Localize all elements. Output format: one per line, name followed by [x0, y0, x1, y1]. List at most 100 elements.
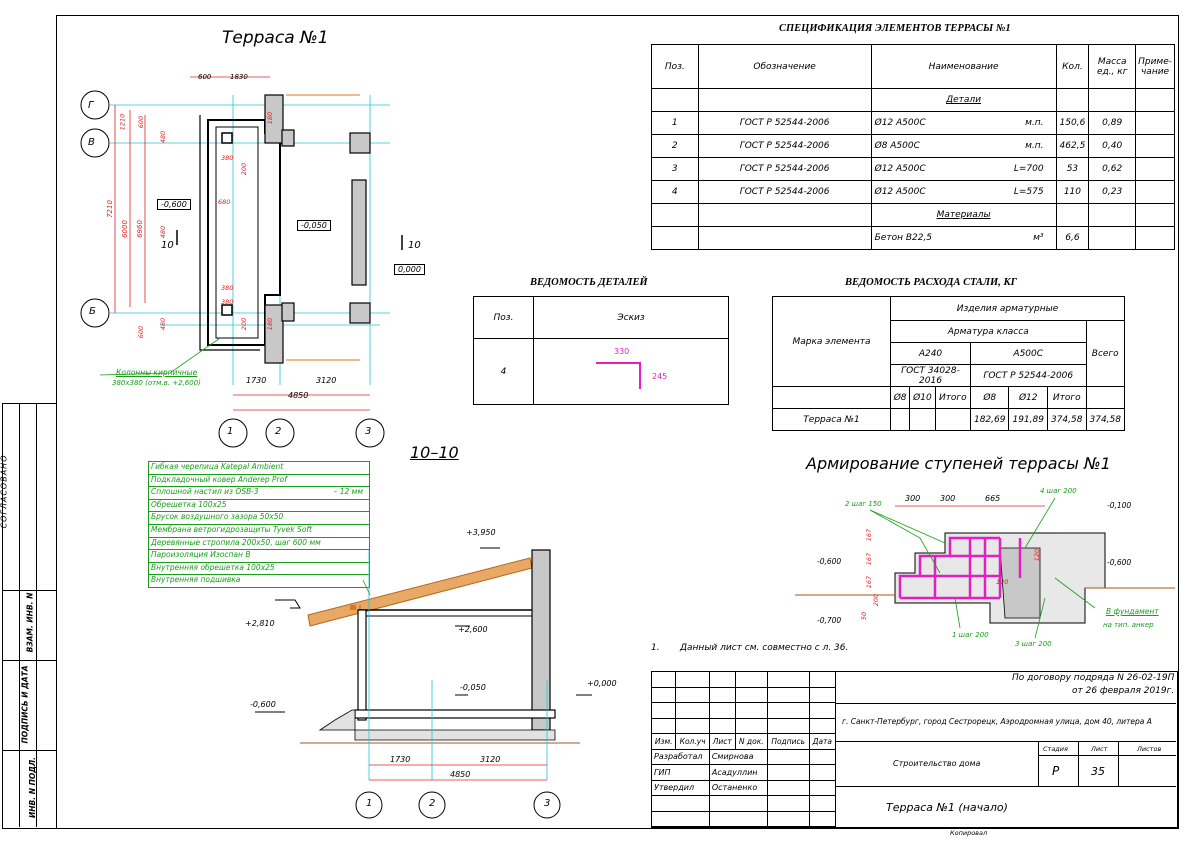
steps-note-1: В фундамент — [1106, 607, 1159, 616]
dim-7210: 7210 — [105, 200, 114, 218]
axis-label-b: Б — [89, 306, 96, 317]
section-drawing — [255, 547, 592, 819]
level-center: -0,050 — [297, 220, 331, 231]
legend-item: Внутренняя обрешетка 100х25 — [149, 563, 369, 576]
note-number: 1. — [651, 643, 660, 653]
dim-6000: 6000 — [120, 220, 129, 238]
steps-mark-4: 4 шаг 200 — [1040, 487, 1077, 495]
steps-note-2: на тип. анкер — [1103, 621, 1154, 629]
sheet-frame — [56, 15, 1179, 829]
spec-table: Поз. Обозначение Наименование Кол. Масса… — [651, 44, 1175, 250]
steps-title: Армирование ступеней террасы №1 — [806, 454, 1111, 473]
sect-dim-3120: 3120 — [480, 755, 501, 764]
steps-dim-300a: 300 — [905, 494, 921, 503]
legend-item: Деревянные стропила 200х50, шаг 600 мм — [149, 538, 369, 551]
steel-title: ВЕДОМОСТЬ РАСХОДА СТАЛИ, КГ — [845, 277, 1017, 288]
section-mark-right: 10 — [408, 240, 421, 251]
details-title: ВЕДОМОСТЬ ДЕТАЛЕЙ — [530, 277, 648, 288]
sect-level-0000: +0,000 — [587, 679, 617, 688]
sect-axis-2: 2 — [429, 798, 436, 809]
column-note-1: Колонны кирпичные — [116, 368, 198, 377]
dim-inner-200a: 200 — [240, 162, 249, 176]
dim-inner-680: 680 — [218, 198, 231, 206]
copied-label: Копировал — [950, 829, 988, 837]
legend-item: Брусок воздушного зазора 50х50 — [149, 512, 369, 525]
dim-inner-380a: 380 — [221, 154, 234, 162]
sheet-header: Лист — [1091, 745, 1108, 753]
column-note-2: 380х380 (отм.в. +2,600) — [112, 379, 201, 387]
steps-level-0600b: -0,600 — [1107, 558, 1132, 567]
steps-mark-3: 3 шаг 200 — [1015, 640, 1052, 648]
steps-dim-120a: 120 — [1033, 548, 1042, 562]
level-left: -0,600 — [157, 199, 191, 210]
dim-1210: 1210 — [118, 113, 127, 131]
steps-dim-167a: 167 — [865, 528, 874, 542]
sect-dim-1730: 1730 — [390, 755, 411, 764]
dim-6960: 6960 — [135, 220, 144, 238]
dim-inner-380c: 380 — [221, 298, 234, 306]
dim-480b: 480 — [159, 317, 168, 331]
plan-drawing — [80, 76, 403, 448]
sect-level-0600: -0,600 — [250, 700, 276, 709]
side-label-approved: СОГЛАСОВАНО — [0, 454, 9, 529]
legend-item: Гибкая черепица Katepal Ambient — [149, 462, 369, 475]
steps-dim-167b: 167 — [865, 552, 874, 566]
legend-item: Подкладочный ковер Anderep Prof — [149, 475, 369, 488]
steps-dim-50: 50 — [860, 611, 869, 621]
steps-dim-665: 665 — [985, 494, 1001, 503]
dim-inner-180b: 180 — [266, 317, 275, 331]
sheets-header: Листов — [1137, 745, 1162, 753]
dim-inner-180a: 180 — [266, 111, 275, 125]
steps-level-0600a: -0,600 — [817, 557, 842, 566]
spec-title: СПЕЦИФИКАЦИЯ ЭЛЕМЕНТОВ ТЕРРАСЫ №1 — [779, 23, 1011, 34]
details-table: Поз.Эскиз 4 330 245 — [473, 296, 729, 405]
steps-level-0100: -0,100 — [1107, 501, 1132, 510]
dim-top-1830: 1830 — [230, 73, 248, 81]
sect-level-2600: +2,600 — [458, 625, 488, 634]
side-stamp — [2, 403, 57, 829]
stage-header: Стадия — [1043, 745, 1068, 753]
plan-dim-3120: 3120 — [316, 376, 337, 385]
dim-600a: 600 — [137, 115, 146, 129]
section-legend: Гибкая черепица Katepal Ambient Подкладо… — [148, 461, 370, 588]
plan-title: Терраса №1 — [222, 28, 329, 48]
address: г. Санкт-Петербург, город Сестрорецк, Аэ… — [842, 717, 1152, 726]
sect-level-2810: +2,810 — [245, 619, 275, 628]
side-label-inv-orig: ИНВ. N ПОДЛ. — [28, 756, 38, 819]
sheet-title: Терраса №1 (начало) — [886, 801, 1008, 814]
steps-dim-167c: 167 — [865, 575, 874, 589]
sect-axis-1: 1 — [366, 798, 373, 809]
sect-level-0050: -0,050 — [460, 683, 486, 692]
steps-level-0700: -0,700 — [817, 616, 842, 625]
steps-mark-1: 1 шаг 200 — [952, 631, 989, 639]
sheet-value: 35 — [1091, 765, 1105, 778]
side-label-inv-replace: ВЗАМ. ИНВ. N — [25, 592, 35, 653]
plan-dim-4850: 4850 — [288, 391, 309, 400]
contract-line-1: По договору подряда N 26-02-19П — [1012, 673, 1175, 683]
contract-line-2: от 26 февраля 2019г. — [1072, 686, 1175, 696]
stage-value: Р — [1052, 764, 1060, 778]
side-label-sign-date: ПОДПИСЬ И ДАТА — [20, 665, 30, 744]
object-name: Строительство дома — [893, 759, 981, 768]
section-title: 10–10 — [410, 443, 459, 462]
dim-inner-480: 480 — [159, 225, 168, 239]
dim-inner-200b: 200 — [240, 317, 249, 331]
steps-mark-2: 2 шаг 150 — [845, 500, 882, 508]
axis-label-2: 2 — [275, 426, 282, 437]
axis-label-g: Г — [88, 100, 94, 111]
section-mark-left: 10 — [161, 240, 174, 251]
dim-top-600: 600 — [198, 73, 212, 81]
axis-label-1: 1 — [227, 426, 234, 437]
legend-item: Внутренняя подшивка — [149, 575, 369, 588]
bar-sketch — [596, 362, 641, 389]
plan-dim-1730: 1730 — [246, 376, 267, 385]
level-right: 0,000 — [394, 264, 425, 275]
legend-item: Пароизоляция Изоспан В — [149, 550, 369, 563]
